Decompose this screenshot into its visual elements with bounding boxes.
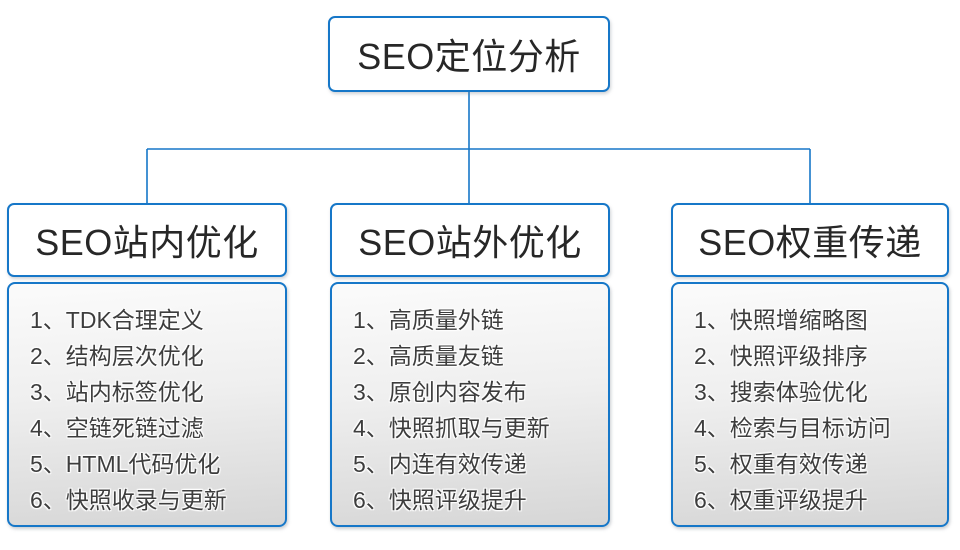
list-item: 4、快照抓取与更新 bbox=[353, 415, 550, 441]
root-node: SEO定位分析 bbox=[328, 16, 610, 92]
list-item: 3、站内标签优化 bbox=[30, 379, 204, 405]
list-item: 6、快照评级提升 bbox=[353, 487, 527, 513]
list-item: 2、高质量友链 bbox=[353, 343, 504, 369]
branch-weight-title: SEO权重传递 bbox=[698, 222, 922, 263]
branch-onsite-title: SEO站内优化 bbox=[35, 222, 259, 263]
branch-onsite-title-box: SEO站内优化 bbox=[7, 203, 287, 277]
list-item: 5、HTML代码优化 bbox=[30, 451, 221, 477]
list-item: 5、权重有效传递 bbox=[694, 451, 868, 477]
list-item: 3、原创内容发布 bbox=[353, 379, 527, 405]
branch-weight-items-panel: 1、快照增缩略图 2、快照评级排序 3、搜索体验优化 4、检索与目标访问 5、权… bbox=[671, 282, 949, 527]
branch-offsite-title: SEO站外优化 bbox=[358, 222, 582, 263]
list-item: 1、快照增缩略图 bbox=[694, 307, 868, 333]
list-item: 2、快照评级排序 bbox=[694, 343, 868, 369]
list-item: 5、内连有效传递 bbox=[353, 451, 527, 477]
list-item: 3、搜索体验优化 bbox=[694, 379, 868, 405]
branch-onsite-items-panel: 1、TDK合理定义 2、结构层次优化 3、站内标签优化 4、空链死链过滤 5、H… bbox=[7, 282, 287, 527]
branch-offsite-title-box: SEO站外优化 bbox=[330, 203, 610, 277]
list-item: 1、高质量外链 bbox=[353, 307, 504, 333]
list-item: 6、权重评级提升 bbox=[694, 487, 868, 513]
root-node-title: SEO定位分析 bbox=[357, 36, 581, 77]
list-item: 1、TDK合理定义 bbox=[30, 307, 204, 333]
list-item: 2、结构层次优化 bbox=[30, 343, 204, 369]
branch-offsite-items-panel: 1、高质量外链 2、高质量友链 3、原创内容发布 4、快照抓取与更新 5、内连有… bbox=[330, 282, 610, 527]
list-item: 4、空链死链过滤 bbox=[30, 415, 204, 441]
list-item: 6、快照收录与更新 bbox=[30, 487, 227, 513]
list-item: 4、检索与目标访问 bbox=[694, 415, 891, 441]
branch-weight-title-box: SEO权重传递 bbox=[671, 203, 949, 277]
